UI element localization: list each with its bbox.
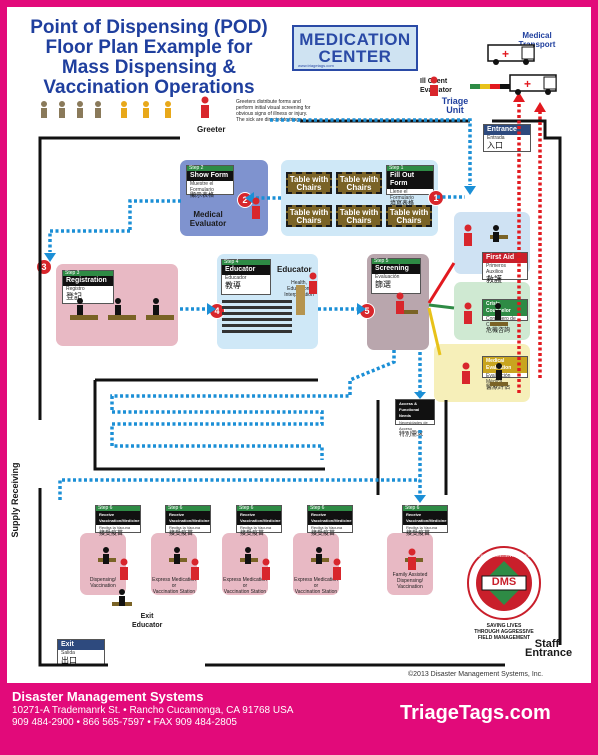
dms-logo — [467, 546, 541, 620]
table-with-chairs: Table with Chairs — [386, 205, 432, 227]
fill-out-form-card: Step 1 Fill Out Form Llene el Formulario… — [386, 165, 434, 207]
show-form-card: Step 2 Show Form Muestre el Formulario 顯… — [186, 165, 234, 199]
dms-logo-ring-text: DISASTER MANAGEMENT SYSTEMS, INC. — [463, 553, 545, 558]
table-with-chairs: Table with Chairs — [286, 205, 332, 227]
table-with-chairs: Table with Chairs — [336, 205, 382, 227]
table-with-chairs: Table with Chairs — [336, 172, 382, 194]
walls — [38, 119, 562, 667]
ambulance: + — [487, 44, 535, 65]
copyright: ©2013 Disaster Management Systems, Inc. — [408, 671, 544, 678]
medical-evaluation-card: Medical Evaluation Evaluación Médica 醫療評… — [482, 356, 528, 391]
registration-card: Step 3 Registration Registro 登記 — [62, 270, 114, 304]
people — [41, 76, 502, 606]
screening-card: Step 5 Screening Evaluación 篩選 — [371, 258, 421, 294]
dms-logo-letters: DMS — [491, 576, 517, 588]
station-card: Step 6 Receive Vaccination/Medicine Reci… — [402, 505, 448, 537]
triage-color-bar — [470, 84, 510, 89]
access-functional-card: Access & Functional Needs Necesidades de… — [395, 399, 435, 438]
flow-arrowheads — [44, 186, 476, 503]
station-card: Step 6 Receive Vaccination/Medicine Reci… — [236, 505, 282, 537]
educator-seating — [222, 300, 292, 333]
educator-card: Step 4 Educator Educador 教導 — [221, 259, 271, 295]
greeter-label: Greeter — [197, 125, 226, 134]
svg-text:+: + — [524, 77, 531, 91]
exit-sign: Exit Salida 出口 — [57, 639, 105, 665]
podium — [296, 285, 305, 315]
flow-arrows — [48, 118, 472, 500]
entrance-sign: Entrance Entrada 入口 — [483, 124, 531, 152]
svg-text:+: + — [502, 47, 509, 61]
emergency-arrows — [517, 102, 542, 393]
footer-website-link[interactable]: TriageTags.com — [400, 702, 551, 724]
station-card: Step 6 Receive Vaccination/Medicine Reci… — [95, 505, 141, 537]
station-card: Step 6 Receive Vaccination/Medicine Reci… — [307, 505, 353, 537]
triage-lines — [427, 262, 456, 356]
station-card: Step 6 Receive Vaccination/Medicine Reci… — [165, 505, 211, 537]
station-label: Dispensing/Vaccination — [89, 577, 117, 589]
table-with-chairs: Table with Chairs — [286, 172, 332, 194]
educator-title-label: Educator — [277, 265, 312, 274]
ambulance: + — [509, 74, 557, 95]
footer-address: 10271-A Trademanrk St. • Rancho Cucamong… — [12, 705, 294, 728]
footer-company: Disaster Management Systems — [12, 689, 204, 704]
emergency-arrowheads — [513, 92, 546, 112]
registration-tables — [70, 315, 174, 320]
page-title: Point of Dispensing (POD) Floor Plan Exa… — [30, 17, 268, 98]
